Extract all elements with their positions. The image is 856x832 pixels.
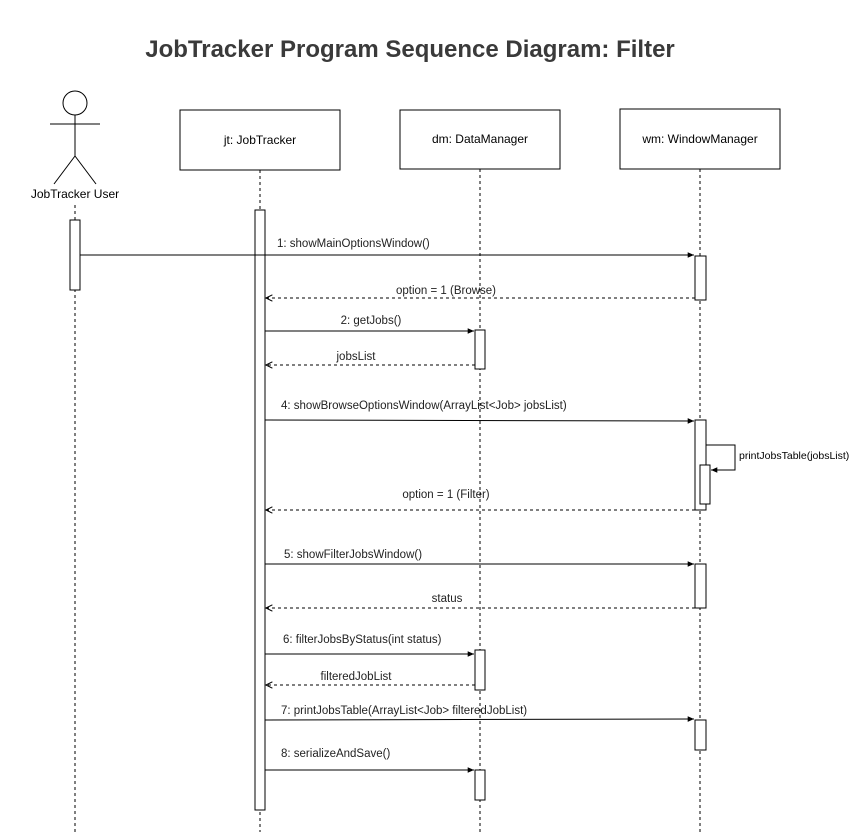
message-7: 7: printJobsTable(ArrayList<Job> filtere… xyxy=(264,705,695,722)
message-label: 5: showFilterJobsWindow() xyxy=(284,549,422,561)
actor-left-leg xyxy=(53,155,76,185)
message-1: 1: showMainOptionsWindow() xyxy=(80,238,694,258)
message-2: 2: getJobs() xyxy=(265,315,474,334)
message-self-printjobstable: printJobsTable(jobsList) xyxy=(706,444,849,473)
actor-head xyxy=(62,90,88,116)
message-return-jobslist: jobsList xyxy=(266,351,475,365)
activation-user xyxy=(69,219,81,291)
message-label: printJobsTable(jobsList) xyxy=(739,450,849,462)
message-label: 4: showBrowseOptionsWindow(ArrayList<Job… xyxy=(281,400,567,412)
activation-wm-1 xyxy=(694,255,707,301)
message-label: status xyxy=(432,593,463,605)
message-label: 2: getJobs() xyxy=(341,315,402,327)
message-return-browse: option = 1 (Browse) xyxy=(266,285,695,298)
message-label: 8: serializeAndSave() xyxy=(281,748,390,760)
participant-label-datamanager: dm: DataManager xyxy=(432,132,528,146)
message-label: 7: printJobsTable(ArrayList<Job> filtere… xyxy=(281,705,527,717)
activation-wm-4 xyxy=(694,719,707,751)
activation-wm-self xyxy=(699,464,711,505)
message-return-filter: option = 1 (Filter) xyxy=(266,489,695,510)
actor-label: JobTracker User xyxy=(31,187,119,201)
activation-jobtracker xyxy=(254,209,266,811)
participant-label-jobtracker: jt: JobTracker xyxy=(223,133,296,147)
message-6: 6: filterJobsByStatus(int status) xyxy=(265,634,474,657)
message-label: jobsList xyxy=(336,351,377,363)
message-return-status: status xyxy=(266,593,695,608)
message-5: 5: showFilterJobsWindow() xyxy=(265,549,694,567)
activations xyxy=(69,209,711,811)
participant-label-windowmanager: wm: WindowManager xyxy=(641,132,757,146)
message-label: 1: showMainOptionsWindow() xyxy=(277,238,430,250)
diagram-title: JobTracker Program Sequence Diagram: Fil… xyxy=(145,36,675,63)
lifelines xyxy=(74,169,701,832)
message-return-filteredjoblist: filteredJobList xyxy=(266,671,475,685)
actor-user: JobTracker User xyxy=(31,90,119,201)
activation-dm-2 xyxy=(474,649,486,691)
participant-windowmanager: wm: WindowManager xyxy=(619,108,781,170)
message-label: filteredJobList xyxy=(321,671,393,683)
activation-wm-3 xyxy=(694,563,707,609)
activation-dm-3 xyxy=(474,769,486,801)
activation-dm-1 xyxy=(474,329,486,370)
message-4: 4: showBrowseOptionsWindow(ArrayList<Job… xyxy=(264,400,695,424)
message-8: 8: serializeAndSave() xyxy=(265,748,474,773)
participant-datamanager: dm: DataManager xyxy=(399,109,561,170)
message-label: 6: filterJobsByStatus(int status) xyxy=(283,634,442,646)
actor-right-leg xyxy=(74,155,97,185)
message-label: option = 1 (Filter) xyxy=(402,489,489,501)
participant-jobtracker: jt: JobTracker xyxy=(179,109,341,171)
message-label: option = 1 (Browse) xyxy=(396,285,496,297)
